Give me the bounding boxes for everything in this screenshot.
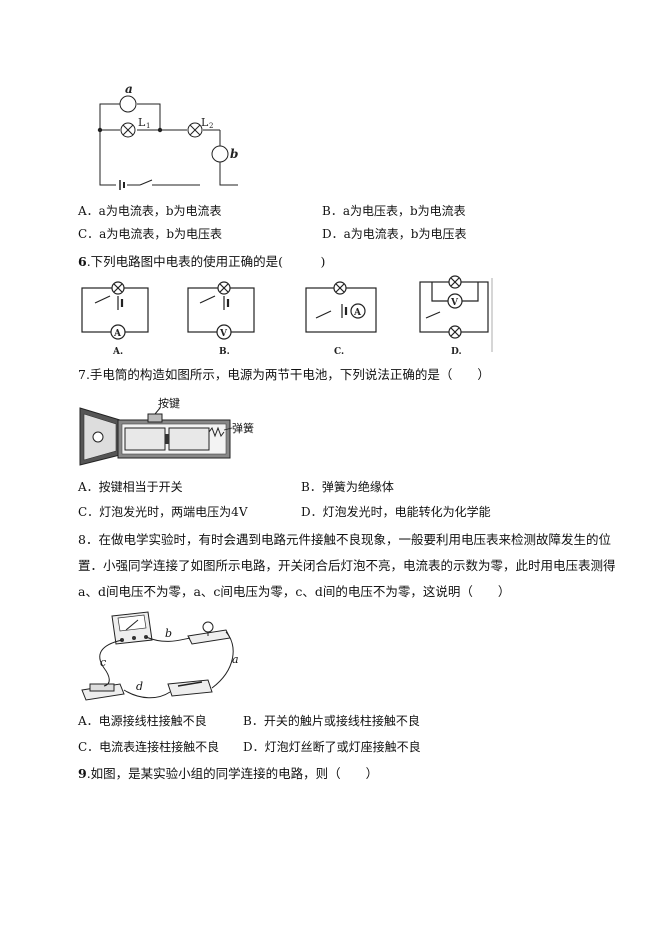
q6-fig-b-label: B. — [219, 347, 230, 357]
q5-label-b: b — [230, 147, 238, 161]
q8-option-a[interactable]: A．电源接线柱接触不良 — [78, 714, 207, 728]
q7-option-b[interactable]: B．弹簧为绝缘体 — [301, 480, 394, 494]
q5-option-d[interactable]: D．a为电流表，b为电压表 — [322, 227, 467, 241]
q6-fig-a-meter: A — [113, 329, 122, 339]
flashlight-spring-label: 弹簧 — [232, 421, 254, 435]
q8-line-1: 8．在做电学实验时，有时会遇到电路元件接触不良现象，一般要利用电压表来检测故障发… — [78, 532, 611, 547]
q8-point-a: a — [232, 653, 239, 666]
q6-fig-d-label: D. — [451, 347, 462, 357]
q8-option-b[interactable]: B．开关的触片或接线柱接触不良 — [243, 714, 420, 728]
q6-fig-b-meter: V — [219, 329, 228, 339]
q5-option-b[interactable]: B．a为电压表，b为电流表 — [322, 204, 466, 218]
q5-label-a: a — [125, 82, 133, 96]
q6-fig-d-meter: V — [450, 298, 459, 308]
q7-option-d[interactable]: D．灯泡发光时，电能转化为化学能 — [301, 505, 491, 519]
q6-text: .下列电路图中电表的使用正确的是( ) — [86, 254, 326, 269]
q6-number: 6 — [78, 254, 87, 269]
q5-label-l1: L — [138, 116, 146, 129]
q8-option-c[interactable]: C．电流表连接柱接触不良 — [78, 740, 220, 754]
q7-option-c[interactable]: C．灯泡发光时，两端电压为4V — [78, 505, 248, 519]
q8-point-b: b — [165, 627, 172, 640]
q9-text: .如图，是某实验小组的同学连接的电路，则（ ） — [86, 766, 379, 781]
q9-number: 9 — [78, 766, 87, 781]
q6-fig-c-label: C. — [334, 347, 344, 357]
q6-fig-a-label: A. — [112, 347, 123, 357]
q8-point-c: c — [100, 656, 106, 669]
q5-option-a[interactable]: A．a为电流表，b为电流表 — [78, 204, 222, 218]
q5-option-c[interactable]: C．a为电流表，b为电压表 — [78, 227, 223, 241]
q5-label-l1-sub: 1 — [146, 122, 150, 130]
q6-fig-c-meter: A — [353, 308, 362, 318]
q8-point-d: d — [136, 680, 143, 693]
q7-option-a[interactable]: A．按键相当于开关 — [78, 480, 183, 494]
flashlight-button-label: 按键 — [158, 396, 180, 410]
q5-label-l2: L — [201, 116, 209, 129]
q9-question: 9.如图，是某实验小组的同学连接的电路，则（ ） — [78, 763, 378, 782]
q6-question: 6.下列电路图中电表的使用正确的是( ) — [78, 251, 325, 270]
q8-line-2: 置．小强同学连接了如图所示电路，开关闭合后灯泡不亮，电流表的示数为零，此时用电压… — [78, 558, 616, 573]
q8-option-d[interactable]: D．灯泡灯丝断了或灯座接触不良 — [243, 740, 421, 754]
q5-label-l2-sub: 2 — [209, 122, 213, 130]
q7-question: 7.手电筒的构造如图所示，电源为两节干电池，下列说法正确的是（ ） — [78, 367, 490, 382]
q8-line-3: a、d间电压不为零，a、c间电压为零，c、d间的电压不为零，这说明（ ） — [78, 584, 511, 599]
